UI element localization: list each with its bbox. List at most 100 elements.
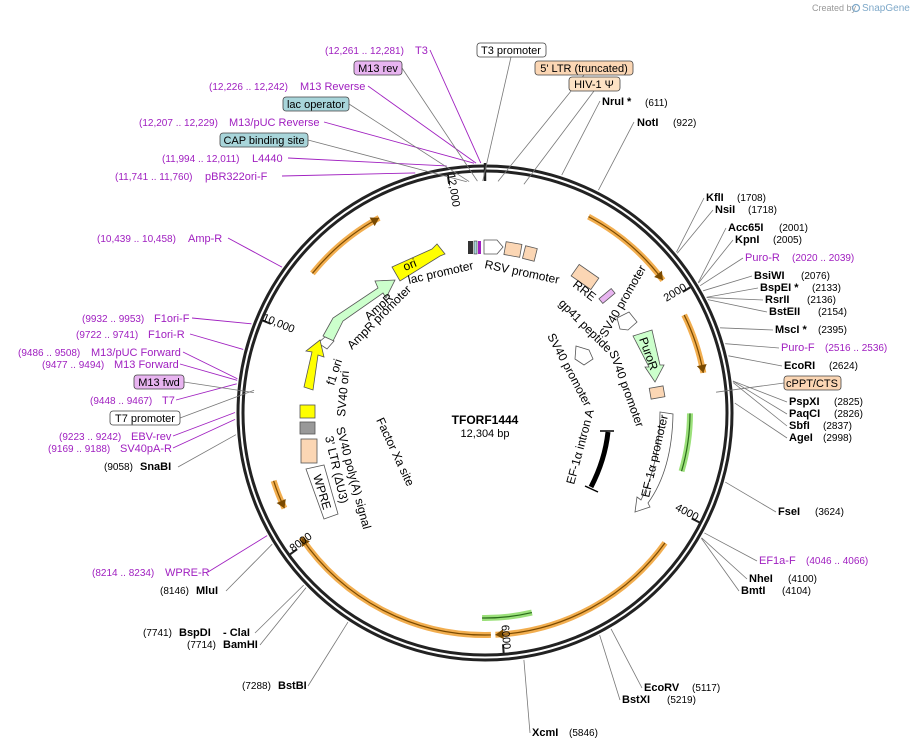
enzyme-bspdi[interactable]: BspDI: [179, 627, 211, 639]
ef1a-intron-feature[interactable]: [588, 431, 611, 489]
ampr-promoter-feature[interactable]: [317, 336, 335, 350]
primer-leader-line: [287, 157, 447, 167]
primer-sv40pa-r-range: (9169 .. 9188): [48, 444, 110, 455]
enzyme-nsii-pos: (1718): [748, 205, 777, 216]
enzyme-acc65i[interactable]: Acc65I: [728, 222, 763, 234]
orf-arcs: [270, 213, 707, 640]
enzyme-bsiwi[interactable]: BsiWI: [754, 270, 785, 282]
sv40-promoter-2-feature[interactable]: [574, 345, 594, 366]
enzyme-acc65i-pos: (2001): [779, 223, 808, 234]
enzyme-nhei[interactable]: NheI: [749, 573, 773, 585]
ori-label: ori: [401, 256, 419, 274]
enzyme-fsei[interactable]: FseI: [778, 506, 800, 518]
enzyme-kfli-pos: (1708): [737, 193, 766, 204]
enzyme-xcmi[interactable]: XcmI: [532, 727, 558, 739]
ef1a-promoter-feature[interactable]: [634, 411, 674, 513]
enzyme-kpni[interactable]: KpnI: [735, 234, 759, 246]
rsv-promoter-feature[interactable]: [483, 239, 504, 255]
enzyme-noti[interactable]: NotI: [637, 117, 658, 129]
primer-t7[interactable]: T7: [162, 395, 175, 407]
ltr5-feature[interactable]: [503, 241, 523, 258]
primer-puro-f[interactable]: Puro-F: [781, 342, 815, 354]
primer-l4440[interactable]: L4440: [252, 153, 283, 165]
enzyme-paqci[interactable]: PaqCI: [789, 408, 820, 420]
enzyme-pspxi[interactable]: PspXI: [789, 396, 820, 408]
enzyme-nsii[interactable]: NsiI: [715, 204, 735, 216]
primer-ebv-rev-range: (9223 .. 9242): [59, 432, 121, 443]
puror-feature[interactable]: [632, 329, 665, 383]
wpre-feature[interactable]: [305, 464, 339, 520]
hiv-psi-box[interactable]: [568, 76, 621, 92]
cppt-feature[interactable]: [648, 385, 666, 400]
f1-ori-feature[interactable]: [303, 339, 325, 391]
primer-puro-r[interactable]: Puro-R: [745, 252, 780, 264]
leader-line: [701, 537, 748, 580]
m13-fwd-box[interactable]: [133, 374, 185, 390]
enzyme-mlui[interactable]: MluI: [196, 585, 218, 597]
t7-promoter-box[interactable]: [109, 410, 181, 426]
hiv-psi-feature[interactable]: [521, 245, 538, 262]
m13-rev-label: M13 rev: [358, 63, 398, 75]
ori-feature[interactable]: [391, 243, 446, 282]
enzyme-ecori[interactable]: EcoRI: [784, 360, 815, 372]
enzyme-bstbi[interactable]: BstBI: [278, 680, 307, 692]
enzyme-bspei[interactable]: BspEI *: [760, 282, 799, 294]
feature-arc-green[interactable]: [678, 413, 693, 473]
enzyme-bmti[interactable]: BmtI: [741, 585, 765, 597]
orf-arc[interactable]: [681, 313, 707, 374]
orf-arc[interactable]: [587, 213, 666, 282]
sv40-promoter-1-feature[interactable]: [616, 311, 638, 331]
sv40-ori-feature[interactable]: [299, 404, 316, 419]
primer-ef1a-f[interactable]: EF1a-F: [759, 555, 796, 567]
primer-t3[interactable]: T3: [415, 45, 428, 57]
enzyme-bamhi[interactable]: BamHI: [223, 639, 258, 651]
cap-site-feature[interactable]: [473, 240, 478, 255]
rre-feature[interactable]: [570, 263, 600, 291]
enzyme-clai[interactable]: - ClaI: [223, 627, 250, 639]
lac-operator-box[interactable]: [282, 96, 350, 112]
leader-line: [725, 343, 780, 349]
orf-arc[interactable]: [495, 541, 668, 638]
ebv-feature[interactable]: [299, 421, 316, 435]
enzyme-snabi[interactable]: SnaBI: [140, 461, 171, 473]
orf-arrowhead: [696, 364, 707, 373]
primer-leader-line: [182, 351, 238, 380]
ruler-ticks: [261, 163, 702, 655]
enzyme-rsrii[interactable]: RsrII: [765, 294, 789, 306]
primer-m13puc-forward[interactable]: M13/pUC Forward: [91, 347, 181, 359]
enzyme-ecorv[interactable]: EcoRV: [644, 682, 680, 694]
orf-arc[interactable]: [298, 536, 491, 638]
primer-m13-reverse[interactable]: M13 Reverse: [300, 81, 365, 93]
enzyme-agei[interactable]: AgeI: [789, 432, 813, 444]
primer-m13-forward[interactable]: M13 Forward: [114, 359, 179, 371]
ltr3-feature[interactable]: [300, 438, 318, 464]
t3-promoter-box[interactable]: [476, 42, 547, 58]
cap-binding-site-box[interactable]: [219, 132, 309, 148]
primer-ebv-rev[interactable]: EBV-rev: [131, 431, 172, 443]
ltr5-box[interactable]: [534, 60, 634, 76]
primer-m13puc-reverse[interactable]: M13/pUC Reverse: [229, 117, 319, 129]
lac-operator-feature[interactable]: [468, 241, 473, 254]
primer-sv40pa-r[interactable]: SV40pA-R: [120, 443, 172, 455]
primer-amp-r[interactable]: Amp-R: [188, 233, 222, 245]
gp41-feature[interactable]: [598, 287, 616, 305]
cppt-box[interactable]: [783, 375, 842, 391]
m13-rev-box[interactable]: [353, 60, 403, 76]
enzyme-bstxi[interactable]: BstXI: [622, 694, 650, 706]
ampr-feature[interactable]: [322, 279, 396, 342]
primer-wpre-r[interactable]: WPRE-R: [165, 567, 210, 579]
enzyme-msci[interactable]: MscI *: [775, 324, 808, 336]
enzyme-bsteii[interactable]: BstEII: [769, 306, 800, 318]
primer-f1ori-r[interactable]: F1ori-R: [148, 329, 185, 341]
leader-line: [254, 584, 304, 634]
leader-line: [725, 481, 777, 513]
m13-rev-feature[interactable]: [478, 241, 481, 254]
snapgene-watermark[interactable]: Created by SnapGene: [812, 3, 910, 14]
enzyme-sbfi[interactable]: SbfI: [789, 420, 810, 432]
primer-f1ori-f[interactable]: F1ori-F: [154, 313, 190, 325]
leader-line: [698, 239, 734, 284]
enzyme-kfli[interactable]: KflI: [706, 192, 724, 204]
enzyme-nrui[interactable]: NruI *: [602, 96, 632, 108]
primer-pbr322ori-f[interactable]: pBR322ori-F: [205, 171, 268, 183]
